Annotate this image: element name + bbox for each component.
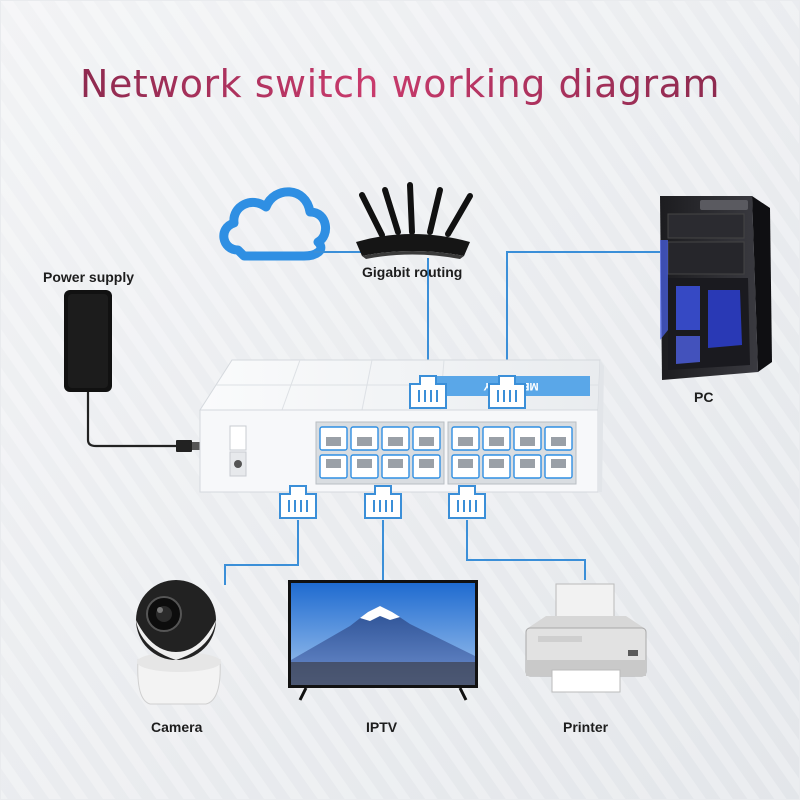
security-camera-icon xyxy=(136,580,221,705)
printer-icon xyxy=(525,583,647,693)
rj45-connectors xyxy=(279,375,526,519)
pc-tower-icon xyxy=(660,196,772,380)
iptv-connector-icon xyxy=(364,485,402,519)
cloud-icon xyxy=(219,187,330,261)
printer-link-line xyxy=(466,520,586,580)
connection-lines xyxy=(224,251,660,585)
camera-label: Camera xyxy=(151,719,203,735)
diagram-title: Network switch working diagram xyxy=(80,62,720,106)
iptv-label: IPTV xyxy=(366,719,398,735)
router-label: Gigabit routing xyxy=(362,264,463,280)
pc-connector-icon xyxy=(488,375,526,409)
pc-label: PC xyxy=(694,389,714,405)
router-connector-icon xyxy=(409,375,447,409)
power-supply-label: Power supply xyxy=(43,269,135,285)
camera-link-line xyxy=(224,520,299,585)
phone-charger-icon xyxy=(64,290,204,452)
pc-link-line xyxy=(506,251,660,378)
port-inner-slots xyxy=(326,437,566,468)
printer-connector-icon xyxy=(448,485,486,519)
camera-connector-icon xyxy=(279,485,317,519)
printer-label: Printer xyxy=(563,719,609,735)
router-icon xyxy=(356,182,473,259)
tv-icon xyxy=(288,580,478,701)
